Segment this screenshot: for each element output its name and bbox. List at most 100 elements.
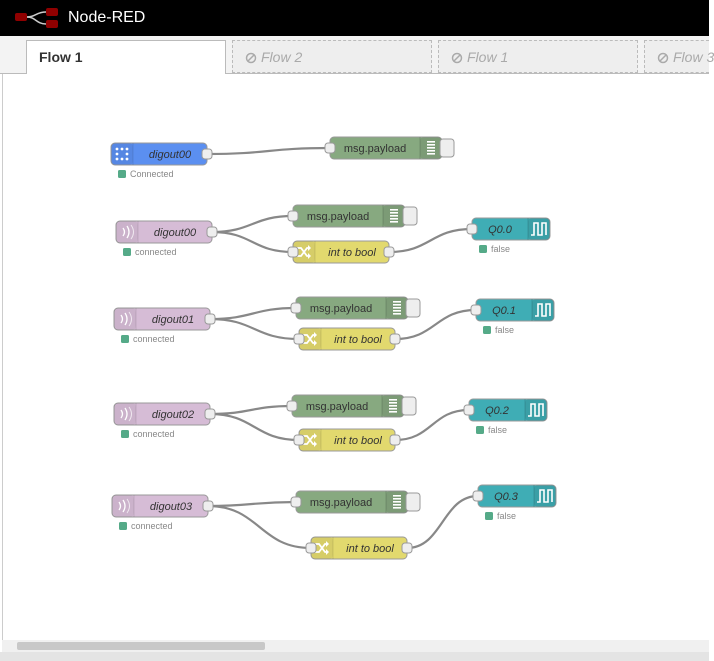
input-port[interactable] [293,434,305,446]
footer-strip [0,652,709,661]
input-port[interactable] [290,302,302,314]
shuffle-icon [299,429,322,451]
node-label: digout02 [152,409,194,421]
debug-toggle-button[interactable] [439,138,455,158]
flow-wire[interactable] [211,214,294,234]
flow-wire[interactable] [207,500,297,508]
list-icon [385,297,408,319]
output-node[interactable]: Q0.0 false [466,217,551,254]
horizontal-scrollbar[interactable] [2,640,709,652]
flow-wire[interactable] [211,230,294,254]
output-node[interactable]: Q0.1 false [470,298,555,335]
flow-wire[interactable] [388,227,473,254]
function-node[interactable]: int to bool [293,428,401,452]
output-port[interactable] [201,148,213,160]
node-label: digout00 [154,227,197,239]
function-node[interactable]: int to bool [305,536,413,560]
scrollbar-thumb[interactable] [17,642,265,650]
output-port[interactable] [401,542,413,554]
flow-wire[interactable] [394,308,477,341]
debug-node[interactable]: msg.payload [324,136,455,160]
input-port[interactable] [463,404,475,416]
debug-node[interactable]: msg.payload [290,490,421,514]
input-purple-node[interactable]: digout00 connected [115,220,218,257]
node-red-logo-icon[interactable] [14,6,62,30]
output-port[interactable] [383,246,395,258]
tab-label: Flow 1 [39,49,83,65]
tab-flow-1-copy[interactable]: Flow 1 [438,40,638,73]
wave-icon [114,308,137,330]
flow-wire[interactable] [406,494,479,550]
node-status: Connected [118,169,174,179]
grid-icon [111,143,134,165]
input-port[interactable] [466,223,478,235]
wave-icon [112,495,135,517]
input-port[interactable] [287,246,299,258]
input-port[interactable] [286,400,298,412]
node-label: Q0.2 [485,405,509,417]
debug-toggle-button[interactable] [405,298,421,318]
tab-label: Flow 1 [467,49,509,65]
debug-toggle-button[interactable] [401,396,417,416]
tab-flow-2[interactable]: Flow 2 [232,40,432,73]
debug-node[interactable]: msg.payload [286,394,417,418]
flow-wire[interactable] [394,408,470,442]
input-port[interactable] [324,142,336,154]
pulse-icon [524,399,547,421]
node-status: false [485,511,516,521]
list-icon [419,137,442,159]
output-port[interactable] [204,313,216,325]
node-label: msg.payload [344,143,406,155]
status-text: false [491,244,510,254]
node-label: Q0.0 [488,224,513,236]
flow-wire[interactable] [207,504,312,550]
output-port[interactable] [389,333,401,345]
node-status: false [483,325,514,335]
tab-flow-3[interactable]: Flow 3 [644,40,714,73]
status-text: connected [135,247,177,257]
output-port[interactable] [204,408,216,420]
output-port[interactable] [206,226,218,238]
input-port[interactable] [293,333,305,345]
input-purple-node[interactable]: digout02 connected [113,402,216,439]
node-label: int to bool [346,543,394,555]
function-node[interactable]: int to bool [293,327,401,351]
input-port[interactable] [290,496,302,508]
node-status: connected [121,334,175,344]
input-port[interactable] [287,210,299,222]
debug-node[interactable]: msg.payload [290,296,421,320]
output-port[interactable] [389,434,401,446]
status-dot-icon [123,248,131,256]
flow-wire[interactable] [206,146,331,156]
list-icon [382,205,405,227]
debug-toggle-button[interactable] [405,492,421,512]
function-node[interactable]: int to bool [287,240,395,264]
debug-toggle-button[interactable] [402,206,418,226]
node-label: msg.payload [306,401,368,413]
node-label: Q0.1 [492,305,516,317]
status-dot-icon [119,522,127,530]
input-port[interactable] [472,490,484,502]
wire-layer [206,146,479,550]
flow-wire[interactable] [209,306,297,321]
flow-wire[interactable] [209,412,300,442]
flow-wire[interactable] [209,317,300,341]
input-port[interactable] [305,542,317,554]
status-text: connected [133,429,175,439]
flow-wire[interactable] [209,404,293,416]
shuffle-icon [299,328,322,350]
tab-flow-1[interactable]: Flow 1 [26,40,226,75]
debug-node[interactable]: msg.payload [287,204,418,228]
input-port[interactable] [470,304,482,316]
tab-label: Flow 2 [261,49,303,65]
output-port[interactable] [202,500,214,512]
node-label: msg.payload [310,497,372,509]
node-label: msg.payload [310,303,372,315]
